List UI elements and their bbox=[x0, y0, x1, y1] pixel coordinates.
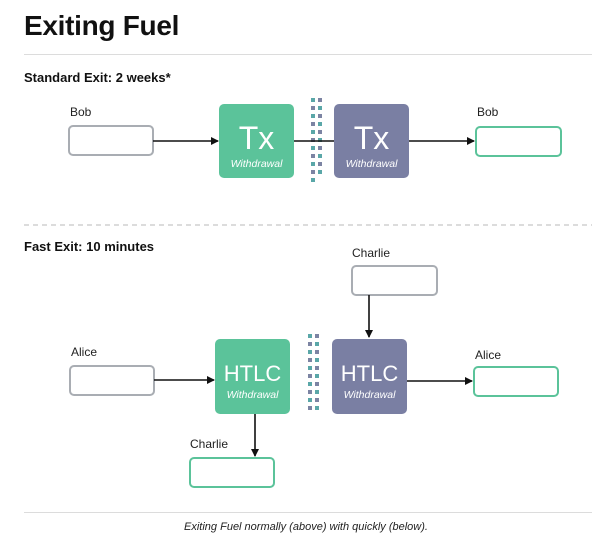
bob-source-box bbox=[68, 125, 154, 156]
tx-withdrawal-purple bbox=[334, 104, 409, 178]
title-divider bbox=[24, 54, 592, 55]
fast-top-label: Charlie bbox=[352, 246, 390, 260]
htlc2-main-label: HTLC bbox=[341, 361, 399, 386]
bob-destination-box bbox=[475, 126, 562, 157]
tx2-sub-label: Withdrawal bbox=[346, 158, 399, 170]
htlc-main-label: HTLC bbox=[224, 361, 282, 386]
tx-withdrawal-green bbox=[219, 104, 294, 178]
charlie-destination-box bbox=[189, 457, 275, 488]
fast-bottom-label: Charlie bbox=[190, 437, 228, 451]
standard-exit-heading: Standard Exit: 2 weeks* bbox=[24, 70, 171, 85]
htlc2-sub-label: Withdrawal bbox=[344, 389, 397, 401]
page-title: Exiting Fuel bbox=[24, 10, 180, 41]
fast-to-label: Alice bbox=[475, 348, 501, 362]
chain-boundary-dots-fast bbox=[308, 334, 319, 410]
standard-from-label: Bob bbox=[70, 105, 92, 119]
charlie-source-box bbox=[351, 265, 438, 296]
htlc-withdrawal-green bbox=[215, 339, 290, 414]
alice-source-box bbox=[69, 365, 155, 396]
fast-exit-heading: Fast Exit: 10 minutes bbox=[24, 239, 155, 254]
chain-boundary-dots-standard bbox=[311, 98, 322, 182]
alice-destination-box bbox=[473, 366, 559, 397]
htlc-withdrawal-purple bbox=[332, 339, 407, 414]
figure-caption: Exiting Fuel normally (above) with quick… bbox=[184, 521, 428, 533]
caption-divider bbox=[24, 512, 592, 513]
tx-sub-label: Withdrawal bbox=[231, 158, 284, 170]
tx-main-label: Tx bbox=[239, 120, 275, 156]
fast-from-label: Alice bbox=[71, 345, 97, 359]
htlc-sub-label: Withdrawal bbox=[227, 389, 280, 401]
tx2-main-label: Tx bbox=[354, 120, 390, 156]
standard-to-label: Bob bbox=[477, 105, 499, 119]
